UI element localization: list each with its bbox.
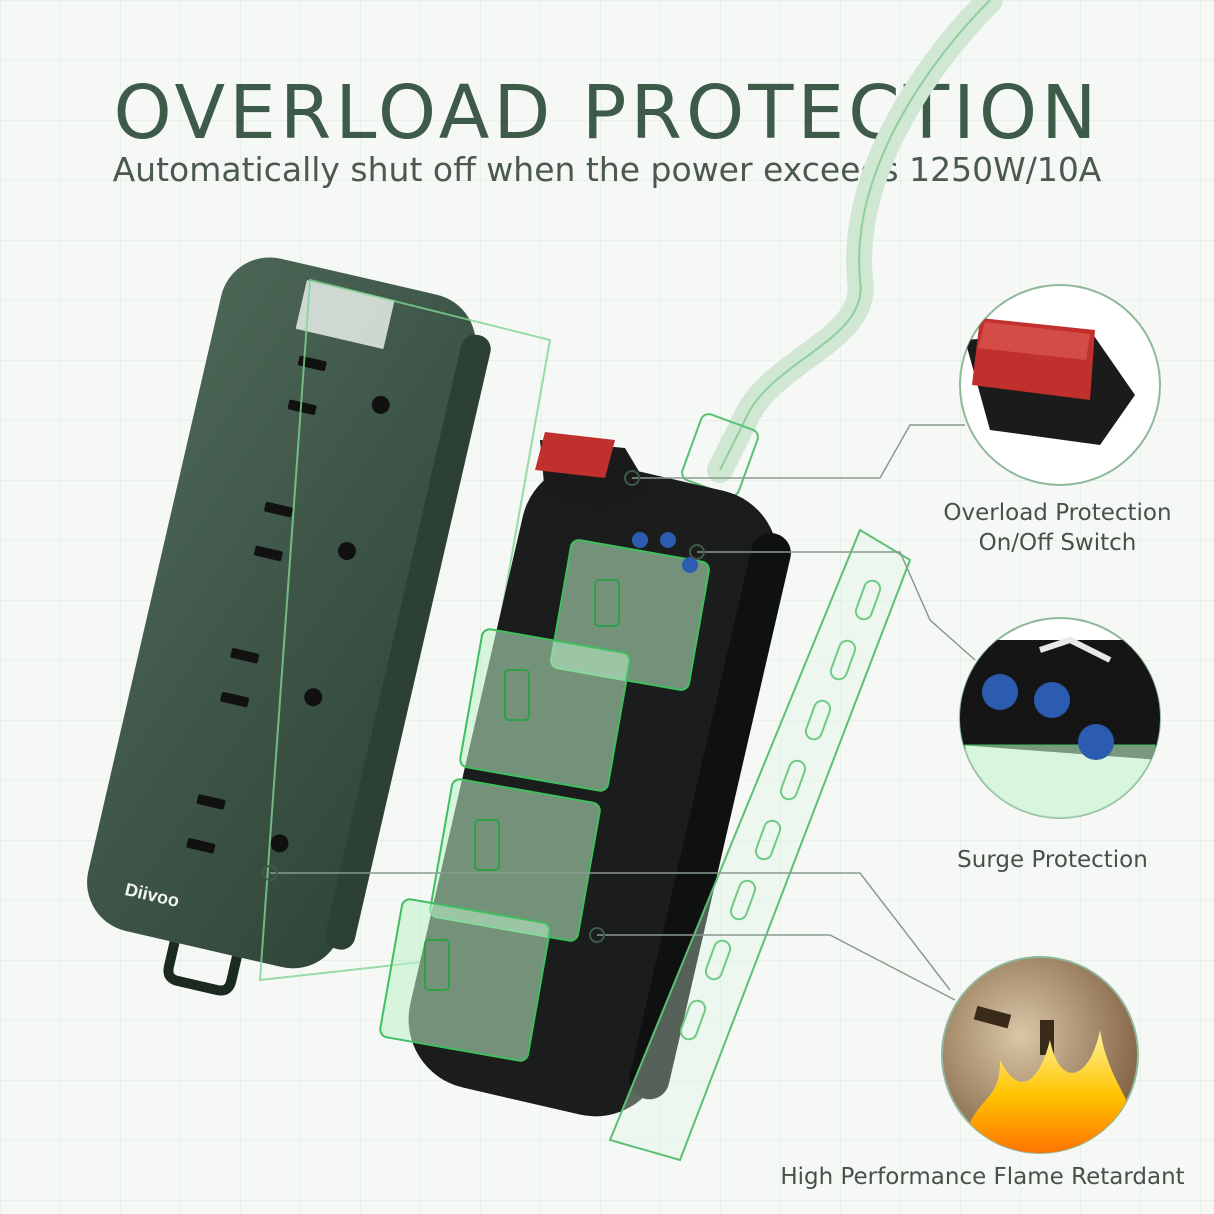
callout-anchor-dots (262, 470, 705, 943)
socket-modules (379, 539, 710, 1062)
callout-surge-label: Surge Protection (957, 847, 1148, 873)
switch-window (295, 280, 395, 350)
callout-switch-line2: On/Off Switch (978, 530, 1137, 556)
callout-flame-label: High Performance Flame Retardant (780, 1164, 1185, 1190)
wireframe-side-panel-right (608, 528, 912, 1162)
callout-switch-label: Overload Protection On/Off Switch (925, 498, 1190, 558)
callout-circle-surge (959, 617, 1161, 819)
top-cover-housing: Diivoo (87, 257, 491, 996)
callout-circle-flame (941, 956, 1139, 1154)
callout-circle-switch (959, 284, 1161, 486)
rocker-switch (535, 432, 650, 510)
callout-switch-line1: Overload Protection (943, 500, 1172, 526)
surge-mov-components (632, 532, 698, 573)
page-subtitle: Automatically shut off when the power ex… (112, 150, 1102, 189)
power-cord (681, 0, 1003, 497)
callout-leaders (270, 424, 976, 1001)
